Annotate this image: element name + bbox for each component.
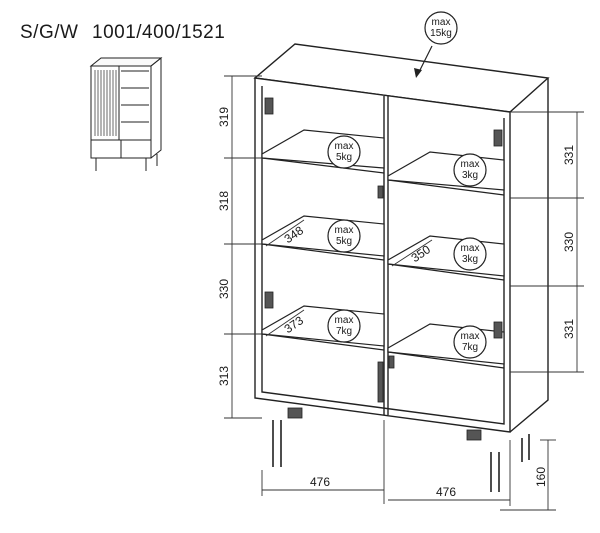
load-label-line2: 5kg [336,236,352,247]
load-label-right-shelf-1: max 3kg [453,153,487,187]
dim-right-height: 331 [562,319,576,339]
hinge-icon [264,291,274,309]
dim-width: 476 [310,475,330,489]
load-label-left-shelf-1: max 5kg [327,135,361,169]
load-label-left-shelf-2: max 5kg [327,219,361,253]
load-label-right-shelf-3: max 7kg [453,325,487,359]
dim-left-height: 318 [217,191,231,211]
load-label-line1: max [335,141,354,152]
dimension-lines [224,75,584,511]
hinge-icon [377,185,384,199]
product-dimensions: 1001/400/1521 [92,22,226,43]
cabinet-legs [272,420,530,492]
hinge-icon [264,97,274,115]
load-label-line2: 3kg [462,254,478,265]
dim-right-height: 330 [562,232,576,252]
load-label-top: max 15kg [414,11,458,78]
load-label-line2: 7kg [336,326,352,337]
dim-left-height: 330 [217,279,231,299]
hinge-icon [466,429,482,441]
hinge-icon [388,355,395,369]
dim-right-height: 331 [562,145,576,165]
hinge-icon [493,321,503,339]
product-code: S/G/W [20,22,79,43]
load-label-line2: 15kg [430,28,452,39]
load-label-line1: max [461,159,480,170]
load-label-line1: max [335,315,354,326]
hinge-icon [287,407,303,419]
load-label-line1: max [461,331,480,342]
load-label-line1: max [432,17,451,28]
load-label-line2: 5kg [336,152,352,163]
hinges [264,97,503,441]
load-label-line1: max [335,225,354,236]
dim-left-height: 319 [217,107,231,127]
cabinet-right-side [509,78,549,433]
load-label-right-shelf-2: max 3kg [453,237,487,271]
load-label-line1: max [461,243,480,254]
dim-width: 476 [436,485,456,499]
load-label-left-shelf-3: max 7kg [327,309,361,343]
load-label-line2: 3kg [462,170,478,181]
hinge-icon [493,129,503,147]
load-label-line2: 7kg [462,342,478,353]
dim-left-height: 313 [217,366,231,386]
load-labels: max 15kg max 5kg max 5kg max 7kg [327,11,487,359]
hinge-icon [377,361,384,403]
cabinet-thumbnail [89,56,163,171]
dim-leg-height: 160 [534,467,548,487]
